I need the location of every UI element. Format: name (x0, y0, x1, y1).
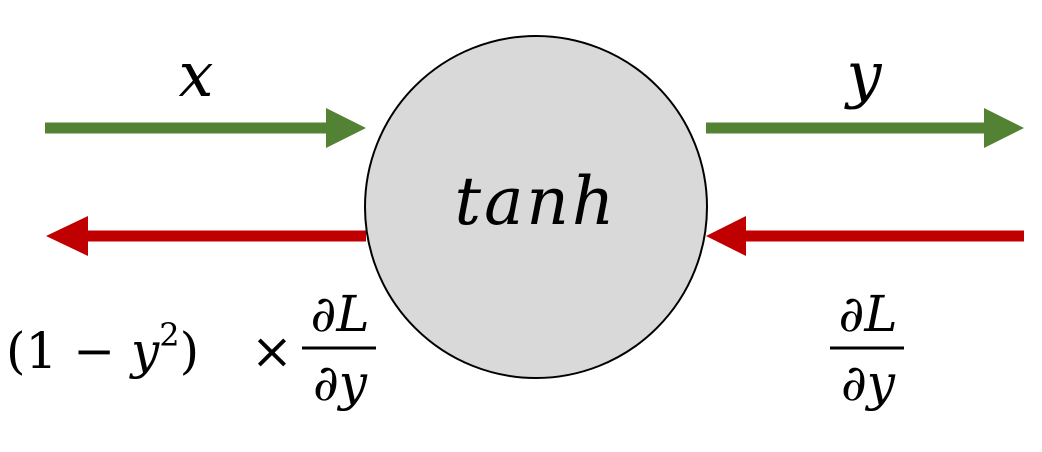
backward-downstream-arrow (46, 216, 366, 256)
times-symbol: × (251, 322, 293, 380)
backward-upstream-arrowhead (706, 216, 746, 256)
upstream-gradient-numerator: ∂L (838, 285, 897, 343)
forward-output-arrow (706, 108, 1024, 148)
downstream-gradient-denominator: ∂y (313, 354, 368, 412)
downstream-gradient-factor: (1 − y2) (6, 316, 199, 380)
output-label: y (843, 38, 882, 111)
downstream-factor-close: ) (180, 322, 200, 380)
downstream-gradient-numerator: ∂L (310, 285, 369, 343)
node-label: tanh (455, 163, 618, 240)
forward-input-arrow (45, 108, 366, 148)
upstream-gradient: ∂L ∂y (830, 285, 904, 412)
downstream-factor-var: y (129, 322, 160, 380)
downstream-factor-exp: 2 (159, 316, 179, 354)
backward-upstream-arrow (706, 216, 1024, 256)
upstream-gradient-denominator: ∂y (841, 354, 896, 412)
downstream-gradient: (1 − y2) × ∂L ∂y (6, 285, 376, 412)
forward-input-arrowhead (326, 108, 366, 148)
tanh-node (364, 35, 708, 379)
input-label: x (179, 38, 214, 111)
downstream-factor-open: (1 − (6, 322, 131, 380)
forward-output-arrowhead (984, 108, 1024, 148)
backward-downstream-arrowhead (46, 216, 88, 256)
